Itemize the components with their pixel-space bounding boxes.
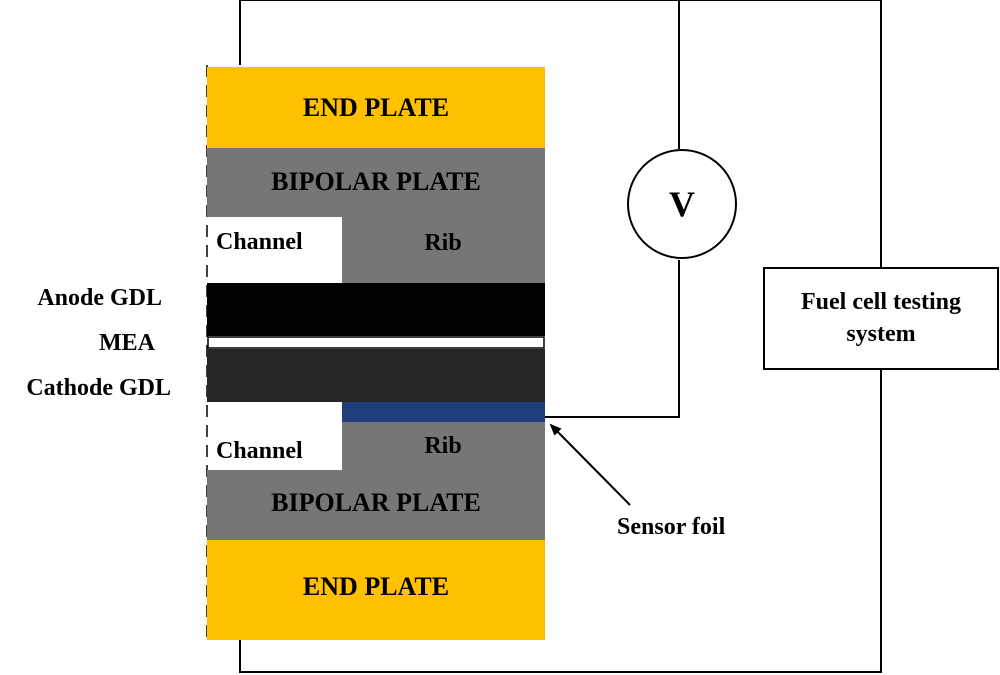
- end-plate-bottom: [207, 540, 545, 640]
- rib-bottom: [342, 422, 545, 470]
- voltmeter-circle: [627, 149, 737, 259]
- mea-layer: [207, 336, 545, 349]
- bipolar-plate-bottom: [207, 470, 545, 540]
- rib-bottom-label: Rib: [424, 433, 462, 459]
- testing-system-line1: Fuel cell testing: [801, 289, 961, 315]
- channel-top-label: Channel: [216, 229, 303, 255]
- bipolar-plate-top: [207, 148, 545, 217]
- bipolar-plate-top-label: BIPOLAR PLATE: [271, 167, 481, 196]
- sensor-foil-arrow: [549, 423, 631, 506]
- end-plate-top: [207, 67, 545, 148]
- cathode-gdl-label: Cathode GDL: [26, 375, 171, 401]
- rib-top: [342, 217, 545, 283]
- outer-circuit-wire: [239, 0, 882, 268]
- cathode-gdl-layer: [207, 349, 545, 402]
- sensor-foil-label: Sensor foil: [617, 514, 726, 540]
- testing-system-line2: system: [846, 321, 916, 347]
- end-plate-bottom-label: END PLATE: [302, 572, 450, 601]
- voltmeter-symbol: V: [669, 184, 695, 224]
- channel-bottom-label: Channel: [216, 438, 303, 464]
- mea-label: MEA: [99, 330, 155, 356]
- outer-circuit-return-wire: [239, 369, 882, 673]
- anode-gdl-label: Anode GDL: [37, 285, 162, 311]
- end-plate-top-label: END PLATE: [302, 93, 450, 122]
- rib-top-label: Rib: [424, 230, 462, 256]
- bipolar-plate-bottom-label: BIPOLAR PLATE: [271, 488, 481, 517]
- testing-system-label: Fuel cell testing system: [764, 286, 998, 350]
- testing-system-box: [763, 267, 999, 370]
- anode-gdl-layer: [207, 283, 545, 336]
- sensor-foil: [342, 402, 545, 422]
- voltmeter-bottom-wire: [545, 260, 680, 418]
